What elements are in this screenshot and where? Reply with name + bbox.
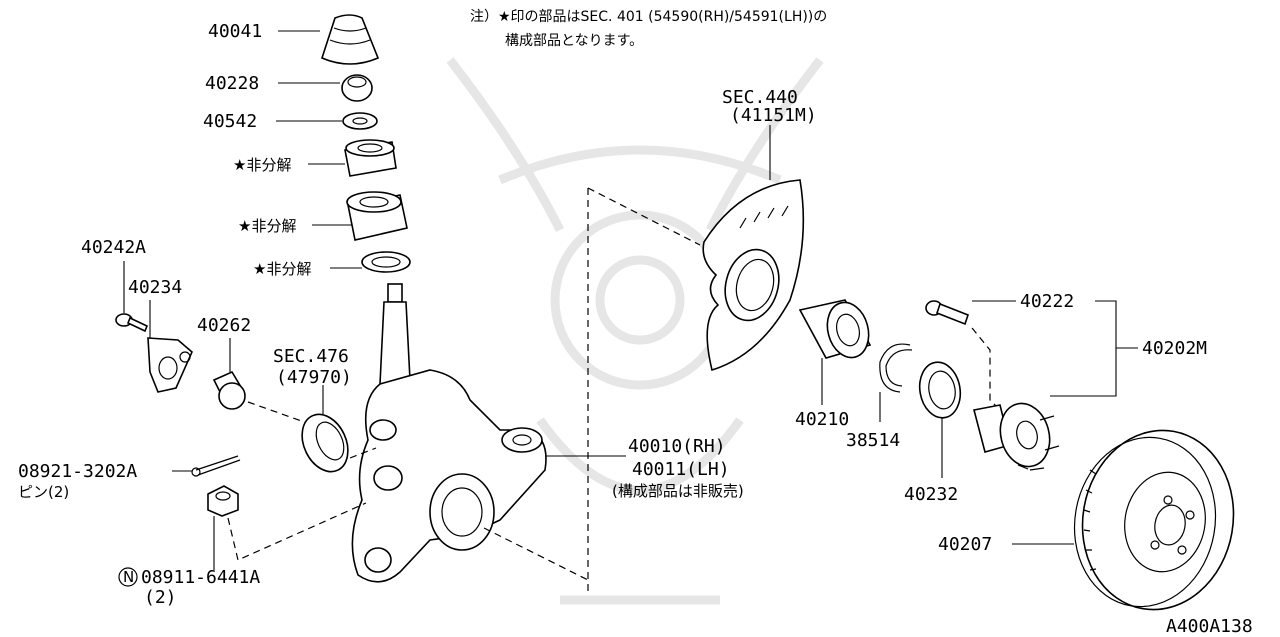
hub-bearing-40210-part	[798, 299, 872, 359]
seal-40232-part	[918, 361, 962, 419]
label-40262: 40262	[197, 315, 251, 336]
label-08911-6441a: 08911-6441A	[141, 567, 260, 588]
dust-shield-41151m-part	[702, 179, 805, 372]
brake-disc-40207-part	[1073, 429, 1235, 611]
label-star-non-disassembly-3: ★非分解	[253, 260, 311, 278]
label-40210: 40210	[795, 409, 849, 430]
label-sec440-ref: (41151M)	[730, 105, 817, 126]
label-knuckle-note: (構成部品は非販売)	[612, 482, 744, 500]
grease-seal-part	[361, 251, 411, 273]
dust-cap-part	[321, 14, 380, 65]
cotter-pin-part	[191, 455, 241, 477]
label-40207: 40207	[938, 534, 992, 555]
sensor-bracket-40234-part	[147, 337, 193, 393]
label-40222: 40222	[1020, 291, 1074, 312]
label-star-non-disassembly-1: ★非分解	[233, 156, 291, 174]
label-40228: 40228	[205, 73, 259, 94]
label-40011-lh: 40011(LH)	[632, 459, 730, 480]
label-08911-qty: (2)	[144, 587, 177, 608]
label-40542: 40542	[203, 111, 257, 132]
label-star-non-disassembly-2: ★非分解	[238, 217, 296, 235]
diagram-id: A400A138	[1166, 616, 1253, 637]
sensor-rotor-47970-part	[301, 413, 349, 473]
label-sec440: SEC.440	[722, 87, 798, 108]
label-38514: 38514	[846, 430, 900, 451]
label-40202m: 40202M	[1142, 338, 1207, 359]
bolt-40242a-part	[115, 313, 149, 333]
collar-40262-part	[212, 370, 246, 410]
inner-bearing-part	[346, 191, 408, 241]
label-40242a: 40242A	[81, 237, 146, 258]
label-40232: 40232	[904, 484, 958, 505]
hub-assembly-40202m-part	[973, 402, 1060, 471]
label-sec476-ref: (47970)	[276, 367, 352, 388]
note-line-2: 構成部品となります。	[505, 33, 643, 49]
nut-symbol-letter: N	[123, 568, 134, 586]
steering-knuckle-part	[351, 283, 547, 583]
lock-nut-part	[341, 74, 373, 102]
label-sec476: SEC.476	[273, 346, 349, 367]
washer-part	[342, 112, 378, 130]
label-pin-qty: ピン(2)	[18, 483, 69, 501]
hub-bolt-40222-part	[925, 300, 969, 326]
nut-08911-part	[207, 485, 239, 517]
label-40010-rh: 40010(RH)	[628, 436, 726, 457]
nut-symbol-circle	[118, 567, 138, 587]
note-line-1: 注）★印の部品はSEC. 401 (54590(RH)/54591(LH))の	[470, 9, 827, 25]
label-08921-3202a: 08921-3202A	[18, 461, 137, 482]
label-40234: 40234	[128, 277, 182, 298]
label-40041: 40041	[208, 21, 262, 42]
outer-bearing-part	[344, 139, 397, 177]
snap-ring-38514-part	[879, 343, 913, 393]
